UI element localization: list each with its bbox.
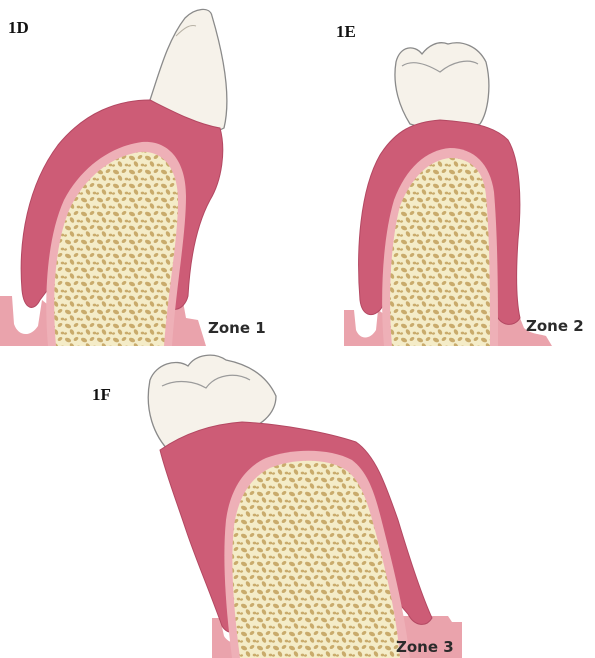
zone-label-2: Zone 2 — [526, 317, 584, 335]
panel-1e: 1E Zone 2 — [336, 22, 584, 346]
panel-label-1d: 1D — [8, 18, 29, 37]
panel-label-1e: 1E — [336, 22, 356, 41]
panel-label-1f: 1F — [92, 385, 111, 404]
tooth-crown-icon — [395, 43, 489, 129]
zone-label-3: Zone 3 — [396, 638, 454, 656]
panel-1d: 1D Zone 1 — [0, 9, 266, 346]
panel-1f: 1F Zone 3 — [92, 355, 462, 658]
zone-label-1: Zone 1 — [208, 319, 266, 337]
